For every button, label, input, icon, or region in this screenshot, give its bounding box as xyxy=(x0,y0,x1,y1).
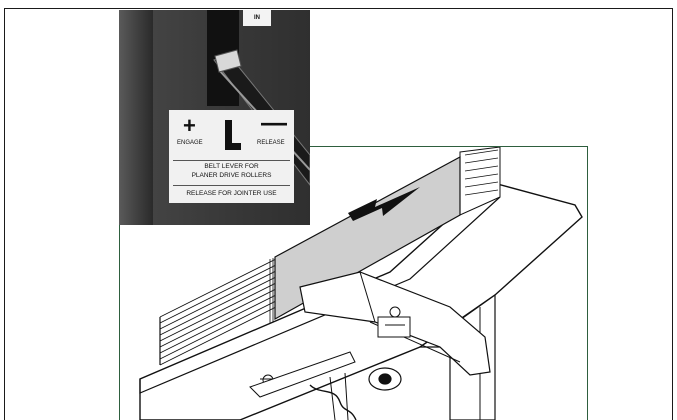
direction-arrow xyxy=(348,187,420,221)
table-edge xyxy=(139,196,501,394)
page-border xyxy=(4,8,673,420)
in-tag: IN xyxy=(243,10,271,26)
guard-pivot xyxy=(377,306,411,338)
label-line-2: PLANER DRIVE ROLLERS xyxy=(191,172,272,179)
power-cable xyxy=(309,384,357,420)
label-line-3: RELEASE FOR JOINTER USE xyxy=(186,190,277,197)
lever-position-icon xyxy=(225,120,241,150)
belt-lever-label: + — ENGAGE RELEASE BELT LEVER FOR PLANER… xyxy=(169,107,294,203)
handwheel xyxy=(368,367,402,391)
label-divider xyxy=(173,160,290,161)
label-divider xyxy=(173,185,290,186)
fence-face-highlight xyxy=(274,155,461,321)
jointer-illustration xyxy=(139,147,583,420)
release-text: RELEASE xyxy=(257,140,285,146)
belt-lever-photo: IN + — ENGAGE RELEASE BELT LEVER FOR PLA… xyxy=(119,10,310,225)
illustration-frame xyxy=(119,146,588,420)
release-symbol: — xyxy=(261,107,287,137)
label-line-1: BELT LEVER FOR xyxy=(204,163,259,170)
engage-text: ENGAGE xyxy=(177,140,203,146)
front-rail xyxy=(249,351,356,398)
engage-symbol: + xyxy=(183,113,196,138)
